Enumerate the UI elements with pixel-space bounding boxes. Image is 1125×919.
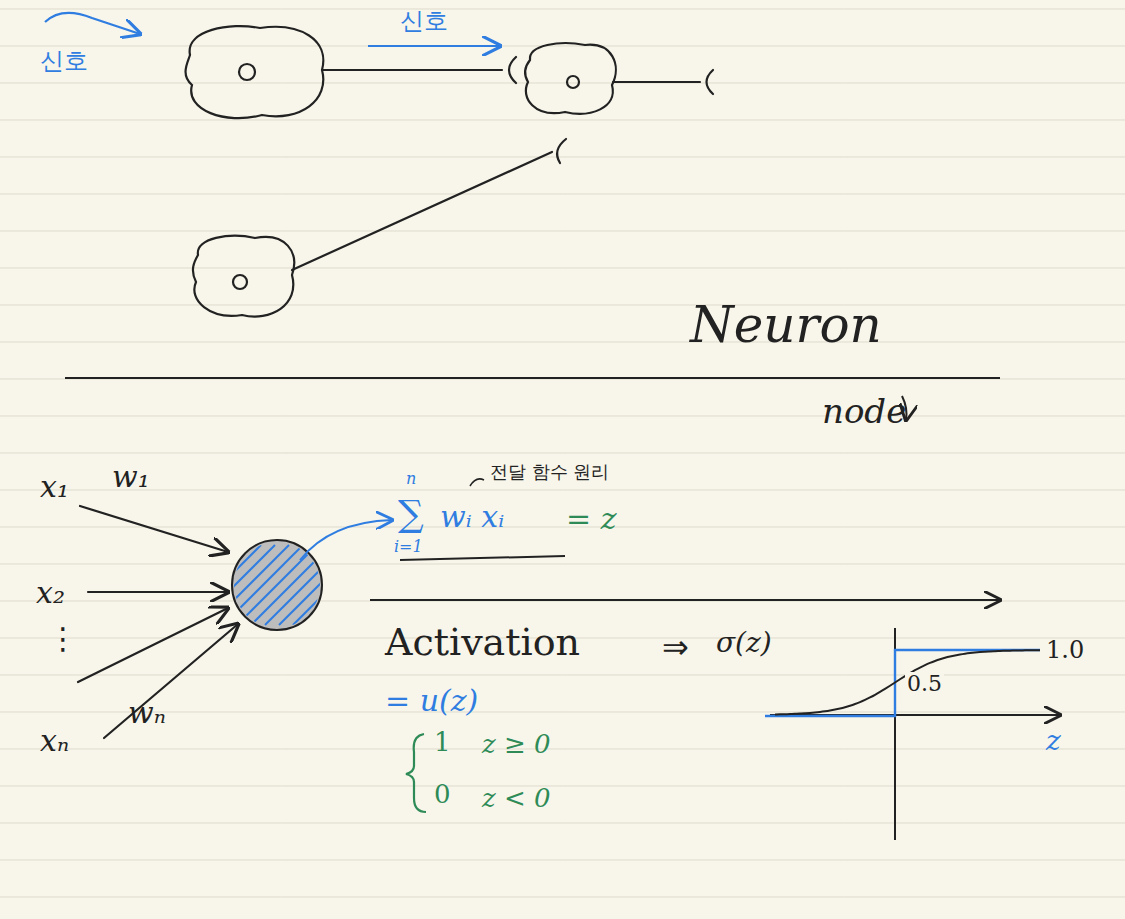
- nucleus: [233, 275, 247, 289]
- neuron-body: [186, 26, 324, 118]
- input-arrow: [104, 624, 238, 738]
- axon: [613, 81, 700, 83]
- input-arrow: [80, 506, 228, 552]
- brace: [406, 734, 426, 812]
- sum-index: i=1: [394, 538, 423, 556]
- node-word: node: [822, 393, 906, 430]
- hatching: [181, 545, 373, 625]
- function-name: σ(z): [716, 628, 772, 659]
- input-label: xₙ: [40, 724, 69, 757]
- divider: [65, 377, 1000, 379]
- korean-note: 전달 함수 원리: [490, 462, 609, 482]
- axis-tick: 1.0: [1046, 637, 1084, 663]
- sum-limit: n: [406, 470, 416, 488]
- sum-result: = z: [566, 502, 616, 535]
- hatch-stroke: [279, 545, 359, 625]
- synapse: [509, 57, 516, 83]
- function-name: = u(z): [385, 684, 478, 717]
- case-value: 1: [434, 728, 451, 757]
- tilde: [470, 479, 484, 486]
- hatch-stroke: [293, 545, 373, 625]
- sum-sign: ∑: [398, 494, 424, 534]
- neuron-body: [193, 236, 294, 317]
- neuron-body: [525, 43, 616, 114]
- sigmoid-curve: [775, 650, 1040, 714]
- activation-word: Activation: [385, 622, 580, 664]
- case-condition: z ≥ 0: [482, 730, 551, 759]
- sum-term: wᵢ xᵢ: [440, 500, 504, 533]
- signal-note: 신호: [400, 8, 448, 34]
- nucleus: [239, 64, 255, 80]
- signal-arrow: [45, 13, 140, 34]
- pointer-arrow: [300, 520, 392, 560]
- nucleus: [567, 76, 579, 88]
- synapse: [557, 139, 566, 163]
- axis-label: z: [1046, 726, 1061, 757]
- signal-arrow: [368, 45, 500, 47]
- signal-note: 신호: [40, 48, 88, 74]
- synapse: [707, 70, 714, 94]
- axis-tick: 0.5: [905, 672, 944, 696]
- output-arrow: [370, 599, 1000, 601]
- node-circle: [232, 540, 322, 630]
- input-label: x₁: [40, 470, 69, 503]
- axon: [292, 152, 552, 270]
- input-arrow: [78, 608, 228, 682]
- implies-sign: ⇒: [662, 630, 689, 665]
- input-arrow: [88, 591, 228, 593]
- title-word: Neuron: [690, 298, 882, 353]
- ellipsis: ⋮: [48, 622, 78, 655]
- step-function: [765, 650, 1040, 716]
- input-label: x₂: [36, 576, 65, 609]
- case-condition: z < 0: [482, 784, 551, 813]
- underline: [400, 556, 565, 560]
- axon: [322, 69, 502, 71]
- weight-label: wₙ: [128, 696, 166, 729]
- case-value: 0: [434, 780, 451, 809]
- weight-label: w₁: [112, 460, 150, 493]
